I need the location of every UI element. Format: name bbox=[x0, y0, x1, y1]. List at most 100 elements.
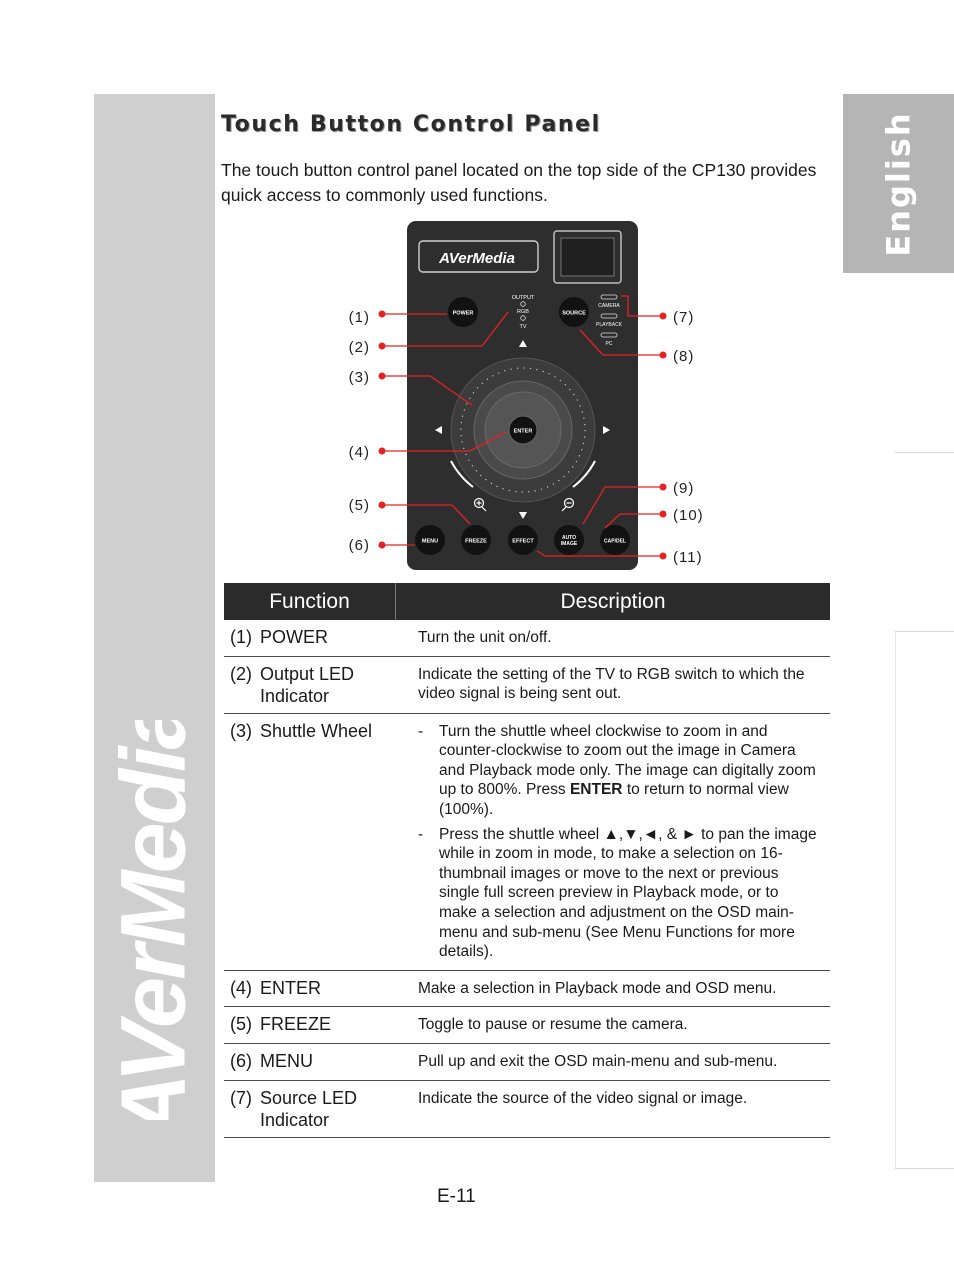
row-number: (5) bbox=[230, 1014, 252, 1035]
arrow-left-icon bbox=[435, 426, 442, 434]
shuttle-wheel-track bbox=[460, 367, 586, 493]
cap-del-button bbox=[600, 525, 630, 555]
freeze-button bbox=[461, 525, 491, 555]
callout-7: (7) bbox=[673, 309, 694, 326]
effect-button-label: EFFECT bbox=[512, 539, 534, 545]
menu-button bbox=[415, 525, 445, 555]
bullet-text: Press the shuttle wheel ▲,▼,◄, & ► to pa… bbox=[439, 825, 817, 961]
function-name: Output LED Indicator bbox=[260, 663, 355, 706]
source-led-pc bbox=[600, 332, 618, 338]
table-row: (1) POWER Turn the unit on/off. bbox=[224, 620, 830, 657]
row-number: (6) bbox=[230, 1050, 252, 1071]
control-panel-figure: AVerMedia POWER SOURCE OUTPUT RGB TV CAM… bbox=[349, 221, 704, 570]
effect-button bbox=[508, 525, 538, 555]
callout-10: (10) bbox=[673, 507, 704, 524]
callout-dots bbox=[378, 310, 667, 560]
bullet-text: Turn the shuttle wheel clockwise to zoom… bbox=[439, 722, 816, 799]
source-led-camera-label: CAMERA bbox=[598, 303, 620, 309]
menu-button-label: MENU bbox=[422, 539, 438, 545]
function-name: ENTER bbox=[260, 977, 322, 998]
header-description: Description bbox=[560, 589, 666, 613]
function-table: (1) POWER Turn the unit on/off. (2) Output… bbox=[224, 620, 830, 1138]
function-description: Make a selection in Playback mode and OS… bbox=[418, 979, 777, 997]
brand-logo: AVerMedia bbox=[438, 250, 515, 267]
table-row: (5) FREEZE Toggle to pause or resume the … bbox=[224, 1007, 830, 1044]
function-name: POWER bbox=[260, 627, 329, 647]
function-description: - Turn the shuttle wheel clockwise to zo… bbox=[412, 714, 830, 970]
function-description: Turn the unit on/off. bbox=[418, 629, 552, 646]
zoom-arc-left bbox=[450, 460, 474, 488]
row-number: (3) bbox=[230, 720, 252, 741]
cap-del-button-label: CAP/DEL bbox=[604, 539, 626, 545]
edge-divider bbox=[895, 632, 896, 1168]
function-description: Indicate the setting of the TV to RGB sw… bbox=[418, 665, 805, 703]
function-name: FREEZE bbox=[260, 1014, 332, 1035]
edge-divider bbox=[895, 1168, 954, 1169]
lcd-screen bbox=[560, 237, 615, 277]
enter-button bbox=[508, 415, 538, 445]
page-number: E-11 bbox=[437, 1186, 476, 1207]
function-name: MENU bbox=[260, 1050, 313, 1071]
power-button bbox=[448, 297, 478, 327]
auto-image-button bbox=[554, 525, 584, 555]
row-number: (4) bbox=[230, 977, 252, 998]
freeze-button-label: FREEZE bbox=[465, 539, 487, 545]
edge-divider bbox=[895, 452, 954, 453]
bullet-bold-text: ENTER bbox=[569, 781, 623, 799]
output-led-tv bbox=[520, 315, 526, 321]
source-led-pc-label: PC bbox=[606, 341, 613, 347]
edge-divider bbox=[895, 631, 954, 632]
table-row: (2) Output LED Indicator Indicate the set… bbox=[224, 657, 830, 714]
enter-button-label: ENTER bbox=[514, 429, 533, 435]
row-number: (2) bbox=[230, 663, 252, 684]
source-led-camera bbox=[600, 294, 618, 300]
arrow-down-icon bbox=[519, 512, 527, 519]
bullet-text: to return to normal view (100%). bbox=[439, 781, 789, 818]
sidebar-band bbox=[94, 94, 215, 1182]
output-led-rgb-label: RGB bbox=[517, 309, 529, 315]
row-number: (1) bbox=[230, 627, 252, 647]
auto-image-button-label: AUTO bbox=[562, 535, 576, 541]
callout-4: (4) bbox=[349, 444, 370, 461]
zoom-in-icon bbox=[473, 497, 487, 512]
callout-8: (8) bbox=[673, 348, 694, 365]
zoom-arc-right bbox=[572, 460, 596, 488]
power-button-label: POWER bbox=[453, 311, 474, 317]
auto-image-button-label: IMAGE bbox=[561, 541, 578, 547]
callout-9: (9) bbox=[673, 480, 694, 497]
source-led-playback-label: PLAYBACK bbox=[596, 322, 623, 328]
callout-1: (1) bbox=[349, 309, 370, 326]
callout-2: (2) bbox=[349, 339, 370, 356]
callout-leader-lines bbox=[382, 295, 663, 557]
description-bullet: - Turn the shuttle wheel clockwise to zo… bbox=[418, 722, 820, 820]
function-name: Shuttle Wheel bbox=[260, 720, 373, 741]
arrow-up-icon bbox=[519, 340, 527, 347]
function-name: Source LED Indicator bbox=[260, 1087, 358, 1130]
zoom-out-icon bbox=[561, 497, 575, 512]
description-bullet: - Press the shuttle wheel ▲,▼,◄, & ► to … bbox=[418, 825, 820, 962]
sidebar-logo: AVerMedia bbox=[103, 720, 206, 1120]
header-function: Function bbox=[224, 583, 396, 620]
function-description: Toggle to pause or resume the camera. bbox=[418, 1016, 688, 1034]
callout-labels: (1) (2) (3) (4) (5) (6) (7) (8) (9) (10)… bbox=[349, 309, 704, 566]
intro-text: The touch button control panel located o… bbox=[221, 160, 817, 205]
table-row: (6) MENU Pull up and exit the OSD main-me… bbox=[224, 1044, 830, 1081]
page-title: Touch Button Control Panel bbox=[221, 112, 601, 137]
table-row: (7) Source LED Indicator Indicate the sou… bbox=[224, 1081, 830, 1138]
bullet-dash: - bbox=[418, 825, 424, 843]
arrow-right-icon bbox=[603, 426, 610, 434]
function-description: Pull up and exit the OSD main-menu and s… bbox=[418, 1052, 778, 1070]
source-led-playback bbox=[600, 313, 618, 319]
language-tab: English bbox=[843, 94, 954, 273]
callout-3: (3) bbox=[349, 369, 370, 386]
callout-11: (11) bbox=[673, 549, 703, 566]
bullet-dash: - bbox=[418, 722, 424, 740]
table-header: Function Description bbox=[224, 583, 830, 620]
row-number: (7) bbox=[230, 1087, 252, 1108]
callout-5: (5) bbox=[349, 497, 370, 514]
brand-badge bbox=[418, 240, 539, 273]
function-description: Indicate the source of the video signal … bbox=[418, 1089, 748, 1107]
output-led-title: OUTPUT bbox=[512, 295, 535, 301]
output-led-rgb bbox=[520, 301, 526, 307]
source-button-label: SOURCE bbox=[562, 311, 586, 317]
